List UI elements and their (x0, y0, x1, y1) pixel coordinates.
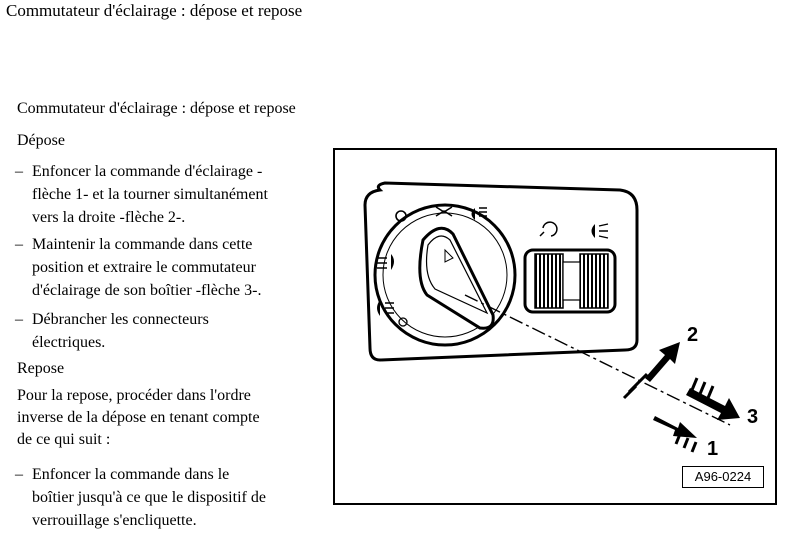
page-title: Commutateur d'éclairage : dépose et repo… (6, 1, 303, 20)
step-text: Enfoncer la commande d'éclairage - flèch… (32, 163, 268, 226)
fog-light-icon (377, 254, 394, 270)
step-text: Maintenir la commande dans cette positio… (32, 236, 262, 299)
step-marker: – (15, 466, 23, 483)
step-marker: – (15, 311, 23, 328)
callout-1: 1 (707, 438, 719, 460)
step-marker: – (15, 236, 23, 253)
figure-frame: 2 3 1 A96-0224 (333, 148, 777, 505)
push-arrow-1 (653, 416, 698, 453)
light-switch-illustration (363, 181, 740, 453)
rotate-arrow-2 (622, 342, 680, 400)
step-marker: – (15, 163, 23, 180)
callout-2: 2 (687, 324, 699, 346)
headlight-icon (471, 207, 487, 220)
extract-arrow-3 (686, 377, 740, 420)
repose-heading: Repose (17, 360, 65, 377)
range-wheel (579, 253, 609, 309)
section-title: Commutateur d'éclairage : dépose et repo… (17, 100, 296, 117)
rear-fog-light-icon (377, 300, 394, 316)
parking-light-icon (435, 206, 453, 217)
figure-reference: A96-0224 (682, 466, 764, 488)
dimmer-wheel (534, 253, 564, 309)
headlight-range-icon (591, 223, 609, 239)
callout-3: 3 (747, 406, 759, 428)
step-text: Enfoncer la commande dans le boîtier jus… (32, 466, 266, 529)
depose-heading: Dépose (17, 132, 65, 149)
off-symbol-icon (395, 210, 407, 222)
knob-grip (418, 226, 495, 330)
repose-intro: Pour la repose, procéder dans l'ordre in… (17, 387, 260, 448)
step-text: Débrancher les connecteurs électriques. (32, 311, 209, 351)
extraction-axis (464, 294, 731, 426)
dimmer-icon (539, 221, 558, 237)
